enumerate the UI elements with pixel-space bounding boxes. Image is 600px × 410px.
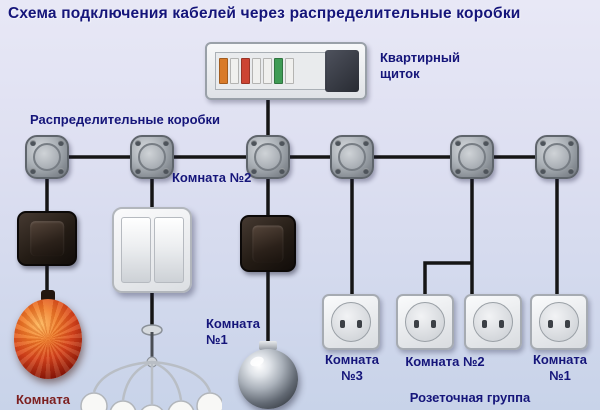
apartment-panel bbox=[205, 42, 367, 100]
screw bbox=[30, 168, 36, 174]
screw bbox=[540, 168, 546, 174]
breaker-row bbox=[215, 52, 327, 90]
socket-3 bbox=[464, 294, 522, 350]
socket-2 bbox=[396, 294, 454, 350]
socket-1 bbox=[322, 294, 380, 350]
pendant-cap bbox=[259, 341, 277, 350]
screw bbox=[335, 168, 341, 174]
socket1-label: Комната №3 bbox=[325, 352, 379, 383]
rocker-left bbox=[120, 217, 151, 283]
screw bbox=[279, 168, 285, 174]
diagram-title: Схема подключения кабелей через распреде… bbox=[8, 5, 521, 22]
screw bbox=[540, 140, 546, 146]
mosaic-lamp bbox=[13, 290, 83, 410]
chandelier-arms bbox=[92, 360, 212, 404]
screw bbox=[163, 168, 169, 174]
screw bbox=[30, 140, 36, 146]
screw bbox=[568, 140, 574, 146]
breaker bbox=[241, 58, 250, 84]
screw bbox=[251, 168, 257, 174]
screw bbox=[251, 140, 257, 146]
room1-label: Комната №1 bbox=[206, 316, 260, 347]
light-switch-dark-1 bbox=[17, 211, 77, 266]
screw bbox=[163, 140, 169, 146]
screw bbox=[58, 168, 64, 174]
screw bbox=[363, 140, 369, 146]
panel-cover bbox=[325, 50, 359, 92]
junction-box-4 bbox=[330, 135, 374, 179]
junction-box-1 bbox=[25, 135, 69, 179]
socket2-label: Комната №2 bbox=[405, 354, 485, 369]
junction-box-2 bbox=[130, 135, 174, 179]
breaker bbox=[252, 58, 261, 84]
chandelier-shades bbox=[80, 392, 224, 410]
light-switch-dark-2 bbox=[240, 215, 296, 272]
junction-box-6 bbox=[535, 135, 579, 179]
screw bbox=[58, 140, 64, 146]
screw bbox=[135, 168, 141, 174]
rocker-right bbox=[153, 217, 184, 283]
screw bbox=[483, 168, 489, 174]
screw bbox=[455, 140, 461, 146]
breaker bbox=[230, 58, 239, 84]
screw bbox=[483, 140, 489, 146]
screw bbox=[455, 168, 461, 174]
junction-box-5 bbox=[450, 135, 494, 179]
breaker bbox=[285, 58, 294, 84]
pendant-lamp bbox=[236, 341, 300, 410]
screw bbox=[363, 168, 369, 174]
breaker bbox=[274, 58, 283, 84]
socket4-label: Комната №1 bbox=[533, 352, 587, 383]
chandelier bbox=[78, 322, 224, 410]
breaker bbox=[263, 58, 272, 84]
screw bbox=[335, 140, 341, 146]
junction-boxes-label: Распределительные коробки bbox=[30, 112, 221, 127]
panel-label: Квартирный щиток bbox=[380, 50, 460, 81]
socket-group-label: Розеточная группа bbox=[409, 390, 531, 405]
wire-box5-sockets bbox=[423, 157, 474, 296]
light-switch-double-white bbox=[112, 207, 192, 293]
pendant-globe bbox=[238, 349, 298, 409]
junction-box-3 bbox=[246, 135, 290, 179]
chandelier-graphic bbox=[80, 324, 224, 410]
screw bbox=[135, 140, 141, 146]
socket-4 bbox=[530, 294, 588, 350]
breaker bbox=[219, 58, 228, 84]
screw bbox=[568, 168, 574, 174]
room2-label: Комната №2 bbox=[172, 170, 252, 185]
lamp-globe bbox=[14, 299, 82, 379]
room-left-label: Комната bbox=[16, 392, 70, 407]
screw bbox=[279, 140, 285, 146]
